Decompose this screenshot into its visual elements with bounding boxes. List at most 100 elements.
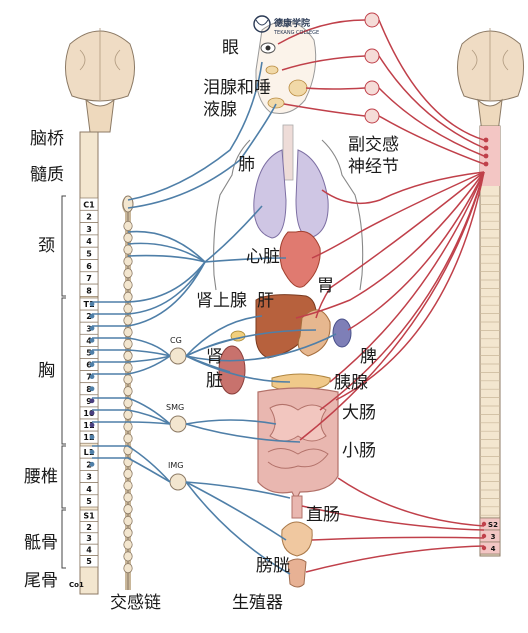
label-liver: 肝 — [257, 291, 274, 311]
chain-ganglion — [123, 362, 133, 373]
preganglionic-neuron-dot — [89, 325, 95, 331]
preganglionic-neuron-dot — [89, 337, 95, 343]
label-lacrimal-line1: 泪腺和唾 — [203, 78, 271, 98]
sacral-nucleus-dot — [481, 545, 487, 551]
preganglionic-neuron-dot — [89, 410, 95, 416]
spinal-segment-label: 10 — [83, 409, 95, 418]
right-sacral-segment-label: 4 — [491, 545, 496, 553]
small-intestine-loops — [267, 448, 329, 469]
spinal-segment — [79, 494, 99, 508]
label-lung: 肺 — [238, 155, 255, 175]
spinal-segment-label: 6 — [86, 361, 92, 370]
sympathetic-fibers — [92, 61, 337, 575]
right-sacral-segment-label: S2 — [488, 521, 498, 529]
brainstem-nucleus-dot — [483, 153, 489, 159]
preganglionic-neuron-dot — [89, 386, 95, 392]
chain-ganglion — [123, 421, 133, 432]
chain-ganglion — [123, 291, 133, 302]
cervical-bracket — [61, 195, 66, 297]
chain-ganglion — [123, 468, 133, 479]
right-spinal-cord — [479, 125, 501, 557]
rectum-organ — [291, 495, 303, 519]
left-brain — [65, 28, 135, 133]
chain-ganglion — [123, 563, 133, 574]
spinal-segment — [79, 430, 99, 444]
spinal-segment-label: 11 — [83, 421, 95, 430]
label-rectum: 直肠 — [306, 505, 340, 525]
bladder-organ — [281, 521, 313, 557]
right-spinal-divisions — [480, 137, 500, 516]
label-cervical: 颈 — [38, 236, 55, 256]
label-lumbar: 腰椎 — [24, 467, 58, 487]
label-parasympathetic-line2: 神经节 — [348, 157, 399, 177]
preganglionic-neuron-dot — [89, 313, 95, 319]
label-kidney-line2: 脏 — [206, 371, 223, 391]
label-spleen: 脾 — [360, 347, 377, 367]
spinal-segment-label: 2 — [86, 312, 92, 321]
chain-ganglion — [123, 338, 133, 349]
chain-ganglion — [123, 527, 133, 538]
inferior-mesenteric-ganglion — [169, 473, 187, 491]
spinal-segment-label: 7 — [86, 373, 92, 382]
preganglionic-neuron-dot — [89, 374, 95, 380]
spinal-segment-label: 4 — [86, 237, 92, 246]
small-intestine-organ — [269, 404, 327, 442]
lumbar-bracket — [61, 445, 66, 509]
label-parasympathetic-line1: 副交感 — [348, 135, 399, 155]
spinal-segment-label: 7 — [86, 274, 92, 283]
sympathetic-chain-ganglia — [123, 220, 133, 574]
preganglionic-neuron-dot — [89, 398, 95, 404]
label-large-intestine: 大肠 — [342, 403, 376, 423]
chain-ganglion — [123, 268, 133, 279]
label-thoracic: 胸 — [38, 361, 55, 381]
celiac-ganglion — [169, 347, 187, 365]
spinal-segment-label: 2 — [86, 523, 92, 532]
preganglionic-neuron-dot — [89, 350, 95, 355]
spinal-segment-label: 5 — [86, 349, 92, 358]
chain-ganglion — [123, 256, 133, 267]
body-outline — [213, 139, 364, 291]
spinal-segment-label: 4 — [86, 485, 92, 494]
preganglionic-neuron-dot — [89, 362, 95, 367]
spinal-segment-label: 5 — [86, 250, 92, 259]
preganglionic-neuron-dot — [89, 422, 95, 428]
label-bladder: 膀胱 — [256, 556, 290, 576]
label-sympathetic-chain: 交感链 — [110, 593, 161, 613]
preganglionic-neuron-dot — [89, 301, 95, 307]
spinal-segment-label: 4 — [86, 546, 92, 555]
chain-ganglion — [123, 433, 133, 444]
chain-ganglion — [123, 516, 133, 527]
parasympathetic-ganglia — [364, 12, 380, 124]
logo-text: 德康学院 — [274, 17, 310, 29]
chain-ganglion — [123, 409, 133, 420]
salivary-gland — [288, 79, 308, 97]
right-sacral-segment — [479, 541, 501, 555]
right-brain — [457, 28, 524, 133]
label-kidney-line1: 肾 — [206, 347, 223, 367]
spinal-segment-label: 2 — [86, 460, 92, 469]
spinal-segment-label: S1 — [83, 511, 95, 520]
chain-ganglion — [123, 279, 133, 290]
spinal-segment-label: 5 — [86, 557, 92, 566]
preganglionic-neuron-dot — [89, 461, 95, 467]
spinal-segment-label: 8 — [86, 385, 92, 394]
chain-ganglion — [123, 303, 133, 314]
logo: 德康学院 TEKANG COLLEGE — [253, 15, 319, 36]
label-coccyx: 尾骨 — [24, 571, 58, 591]
chain-ganglion — [123, 244, 133, 255]
lung-left — [253, 149, 287, 239]
brainstem-nucleus-dot — [483, 161, 489, 167]
label-genitals: 生殖器 — [232, 593, 283, 613]
label-cg: CG — [170, 336, 182, 345]
lacrimal-gland — [265, 65, 279, 75]
spinal-segment-label: 2 — [86, 213, 92, 222]
chain-ganglion — [123, 350, 133, 361]
spinal-segment-label: 6 — [86, 262, 92, 271]
spinal-segment-label: 3 — [86, 324, 92, 333]
spinal-segment-label: T1 — [83, 300, 94, 309]
chain-ganglion — [123, 539, 133, 550]
superior-mesenteric-ganglion — [169, 415, 187, 433]
spinal-segment-label: 3 — [86, 225, 92, 234]
